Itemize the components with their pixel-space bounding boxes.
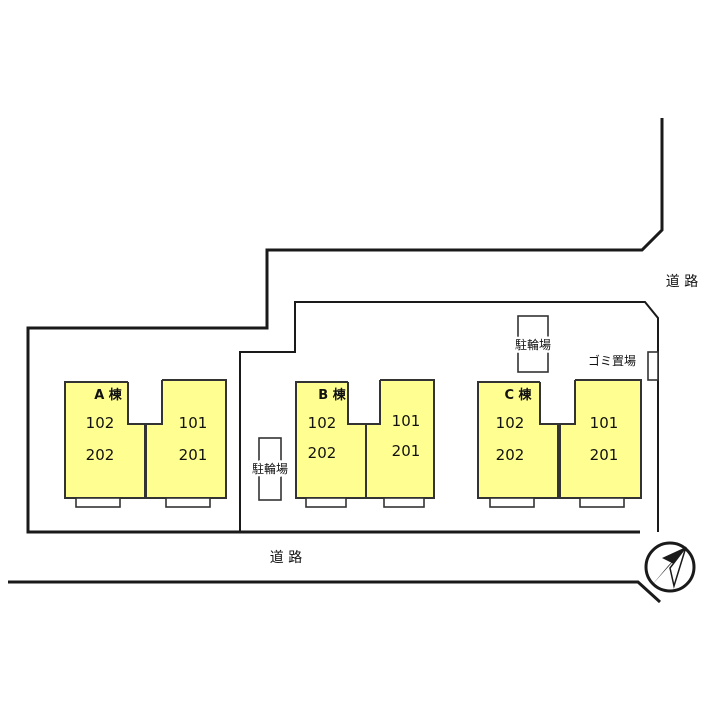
unit-number: 201 xyxy=(179,446,208,464)
garbage-area xyxy=(647,351,659,381)
bike-parking-north xyxy=(517,315,549,373)
unit-number: 101 xyxy=(392,412,421,430)
unit-number: 202 xyxy=(86,446,115,464)
bike-parking-label-west: 駐輪場 xyxy=(252,461,288,476)
unit-number: 202 xyxy=(496,446,525,464)
unit-number: 102 xyxy=(308,414,337,432)
road-south-boundary xyxy=(8,580,662,604)
balcony xyxy=(305,497,347,508)
unit-number: 101 xyxy=(590,414,619,432)
balcony xyxy=(165,497,211,508)
bike-parking-west xyxy=(258,437,282,501)
road-east-boundary xyxy=(26,118,664,534)
road-label-east: 道 路 xyxy=(666,274,698,290)
unit-number: 101 xyxy=(179,414,208,432)
unit-number: 102 xyxy=(496,414,525,432)
building-name: A 棟 xyxy=(94,387,123,403)
north-arrow-icon xyxy=(644,541,696,593)
building-c: C 棟 102 101 202 201 xyxy=(477,378,642,508)
balcony xyxy=(75,497,121,508)
unit-number: 202 xyxy=(308,444,337,462)
unit-number: 102 xyxy=(86,414,115,432)
balcony xyxy=(383,497,425,508)
balcony xyxy=(579,497,625,508)
building-name: C 棟 xyxy=(504,387,532,403)
balcony xyxy=(489,497,535,508)
unit-number: 201 xyxy=(590,446,619,464)
building-b: B 棟 102 101 202 201 xyxy=(295,378,435,508)
site-boundary xyxy=(239,301,659,532)
garbage-area-label: ゴミ置場 xyxy=(588,353,636,368)
road-label-south: 道 路 xyxy=(270,550,302,566)
unit-number: 201 xyxy=(392,442,421,460)
bike-parking-label-north: 駐輪場 xyxy=(515,337,551,352)
building-a: A 棟 102 101 202 201 xyxy=(64,378,227,508)
building-name: B 棟 xyxy=(318,387,346,403)
